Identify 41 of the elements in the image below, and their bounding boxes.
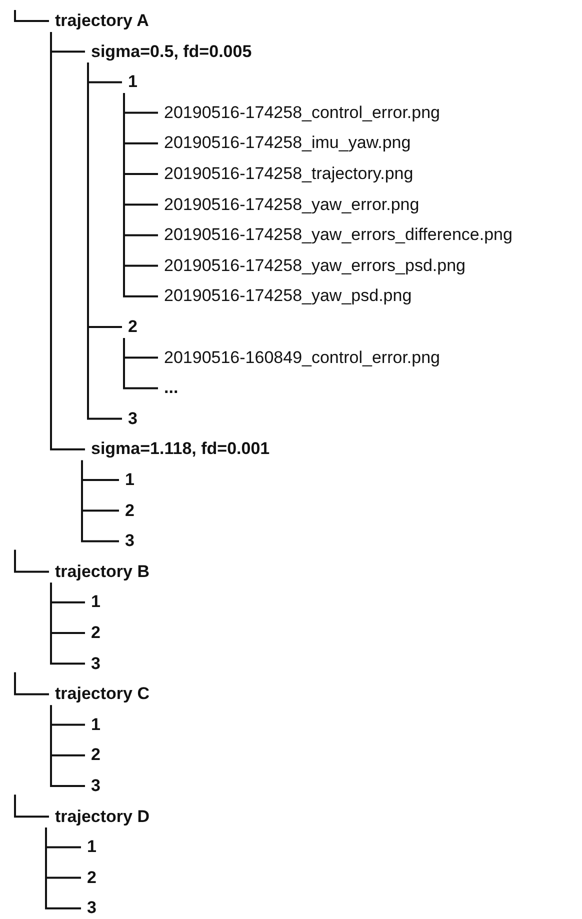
file-name: 20190516-174258_trajectory.png <box>164 163 414 185</box>
tree-connector <box>50 705 85 787</box>
folder-name: 2 <box>91 744 100 766</box>
folder-name: trajectory B <box>55 560 150 583</box>
folder-name: 3 <box>87 897 96 919</box>
folder-name: sigma=0.5, fd=0.005 <box>91 40 252 63</box>
tree-connector <box>123 338 158 390</box>
folder-name: 1 <box>128 71 138 94</box>
folder-name: 3 <box>125 530 134 552</box>
file-name: 20190516-174258_yaw_psd.png <box>164 285 412 308</box>
folder-name: trajectory A <box>55 10 149 32</box>
tree-connector <box>87 62 122 420</box>
folder-name: 1 <box>91 591 100 614</box>
folder-name: 3 <box>91 652 100 675</box>
file-name: 20190516-174258_yaw_errors_difference.png <box>164 224 512 246</box>
file-name: 20190516-160849_control_error.png <box>164 346 440 369</box>
file-name: 20190516-174258_yaw_errors_psd.png <box>164 254 466 277</box>
tree-connector <box>14 794 49 818</box>
file-name: 20190516-174258_control_error.png <box>164 102 440 124</box>
tree-connector <box>14 550 49 573</box>
folder-name: ... <box>164 377 178 400</box>
tree-connector <box>14 672 49 696</box>
folder-name: 1 <box>125 469 134 491</box>
tree-connector <box>50 32 85 450</box>
folder-name: sigma=1.118, fd=0.001 <box>91 438 270 460</box>
folder-name: 1 <box>91 714 100 736</box>
file-name: 20190516-174258_yaw_error.png <box>164 194 420 216</box>
folder-name: trajectory C <box>55 683 150 706</box>
tree-connector <box>81 460 119 542</box>
tree-connector <box>45 828 81 910</box>
folder-name: 3 <box>128 408 138 430</box>
folder-name: 3 <box>91 775 100 797</box>
tree-connector <box>50 582 85 665</box>
folder-name: 2 <box>128 316 138 338</box>
folder-name: 1 <box>87 836 96 858</box>
file-name: 20190516-174258_imu_yaw.png <box>164 132 411 154</box>
folder-name: 2 <box>87 866 96 889</box>
tree-connector <box>14 10 49 22</box>
folder-name: 2 <box>125 500 134 522</box>
folder-name: 2 <box>91 622 100 644</box>
folder-name: trajectory D <box>55 806 150 828</box>
